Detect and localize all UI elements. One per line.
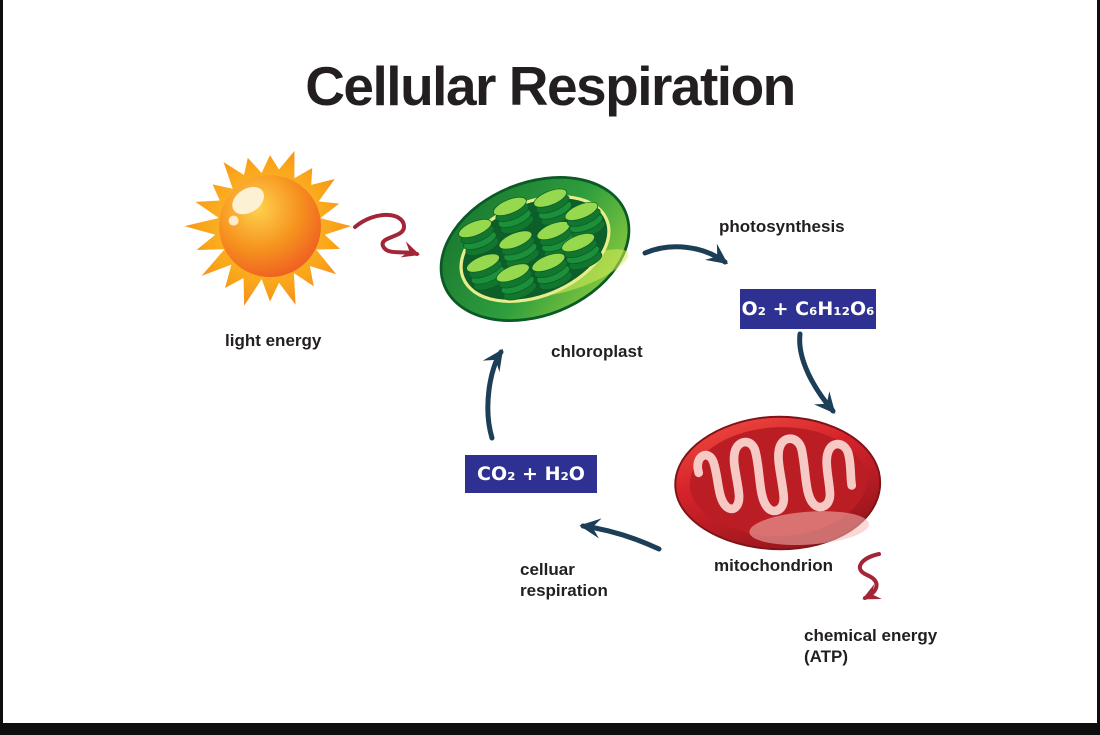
arrow-sun-to-chloroplast — [353, 212, 420, 258]
arrow-mitochondrion-to-atp — [857, 552, 882, 600]
photosynthesis-output-box: O₂ + C₆H₁₂O₆ — [740, 289, 876, 329]
cellular-respiration-line1: celluar — [520, 560, 575, 579]
arrow-formula-to-chloroplast — [482, 348, 504, 441]
chemical-energy-line2: (ATP) — [804, 647, 849, 666]
light-energy-label: light energy — [225, 331, 322, 350]
photosynthesis-label: photosynthesis — [719, 217, 845, 236]
arrow-mitochondrion-to-formula — [579, 518, 662, 552]
mitochondrion-icon — [674, 415, 882, 551]
cellular-respiration-line2: respiration — [520, 581, 608, 600]
sun-highlight-dot — [228, 215, 239, 226]
chloroplast-icon — [439, 176, 631, 322]
cellular-respiration-output-box: CO₂ + H₂O — [465, 455, 597, 493]
chemical-energy-line1: chemical energy — [804, 626, 938, 645]
chloroplast-label: chloroplast — [551, 342, 643, 361]
arrow-chloroplast-to-photosynthesis — [642, 243, 728, 265]
arrow-formula-to-mitochondrion — [797, 331, 836, 414]
page-title: Cellular Respiration — [305, 55, 796, 117]
grana-stacks — [458, 188, 606, 301]
mitochondrion-label: mitochondrion — [714, 556, 833, 575]
cellular-respiration-label: celluar respiration — [520, 559, 608, 601]
sun-icon — [184, 150, 351, 306]
sun-highlight — [232, 186, 265, 215]
flow-arrows — [353, 212, 882, 600]
chemical-energy-label: chemical energy (ATP) — [804, 625, 937, 667]
mitochondrion-cristae — [693, 434, 857, 516]
mitochondrion-gloss — [749, 511, 869, 546]
